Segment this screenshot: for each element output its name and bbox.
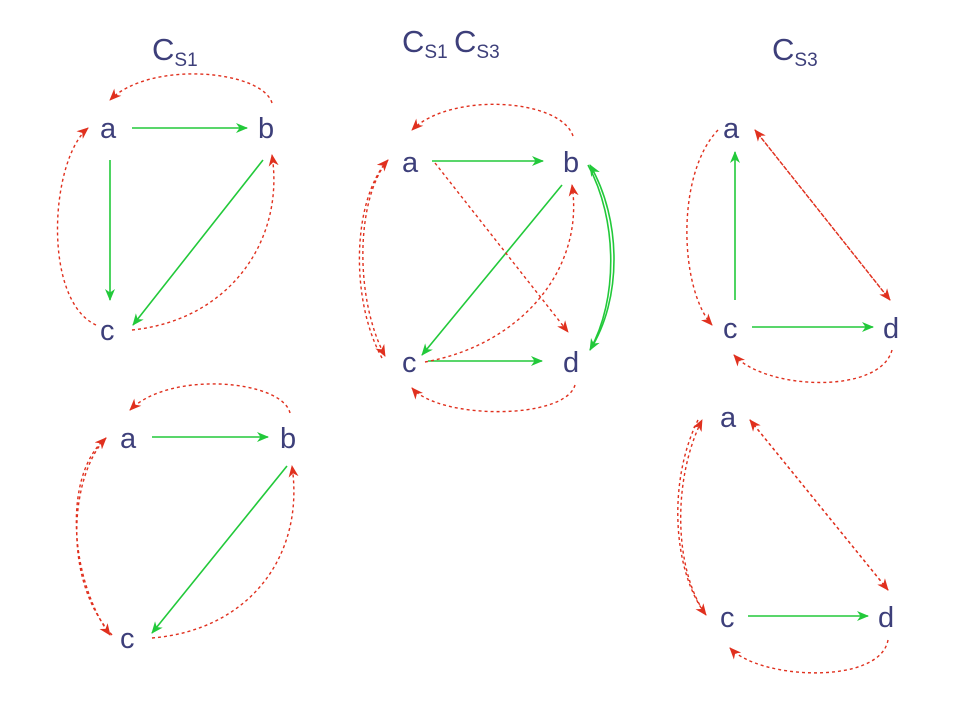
svg-text:CS3: CS3: [454, 24, 500, 63]
edge-red-b-a: [129, 383, 291, 414]
edge-red-c-b: [424, 184, 579, 363]
node-b: b: [563, 147, 579, 179]
edge-red-c-b: [151, 465, 299, 639]
title-cs1: CS1: [152, 32, 198, 71]
edge-red-a-c: [686, 129, 719, 326]
edge-green-d-b: [589, 164, 615, 351]
title-cs1-sub: S1: [174, 50, 197, 71]
graph-cs1-top: a b c: [56, 73, 279, 347]
title-cs1cs3-main-1: C: [402, 24, 424, 59]
node-c: c: [720, 602, 735, 634]
node-a: a: [723, 113, 740, 145]
node-d: d: [878, 602, 894, 634]
title-cs1-main: C: [152, 32, 174, 67]
svg-text:CS1: CS1: [152, 32, 198, 71]
edge-green-b-c: [132, 159, 264, 326]
edge-red-c-a: [56, 127, 97, 326]
title-cs1cs3-sub-2: S3: [476, 42, 499, 63]
svg-text:CS1: CS1: [402, 24, 448, 63]
edge-red-a-c: [75, 437, 111, 636]
title-cs1-cs3: CS1 CS3: [402, 24, 500, 63]
edge-green-b-c: [421, 184, 563, 356]
graph-cs1-bottom: a b c: [75, 383, 299, 655]
edge-red-d-c: [733, 349, 893, 384]
edge-red-c-a: [358, 159, 389, 359]
title-cs3-sub: S3: [794, 50, 817, 71]
node-c: c: [120, 623, 135, 655]
title-cs3: CS3: [772, 32, 818, 71]
edge-red-d-a: [749, 419, 889, 591]
graph-cs3-top: a c d: [686, 113, 899, 384]
edge-red-a-d: [434, 162, 569, 333]
title-cs1cs3-sub-1: S1: [424, 42, 447, 63]
edge-red-b-a: [411, 103, 574, 137]
node-d: d: [883, 313, 899, 345]
edge-red-a-c: [362, 159, 389, 357]
node-c: c: [100, 315, 115, 347]
graph-cs3-bottom: a c d: [677, 402, 894, 674]
node-a: a: [100, 113, 117, 145]
node-a: a: [720, 402, 737, 434]
node-b: b: [280, 423, 296, 455]
node-d: d: [563, 347, 579, 379]
node-b: b: [258, 113, 274, 145]
edge-red-a-c: [677, 419, 707, 616]
graph-cs1-cs3: a b c d: [358, 103, 615, 413]
node-a: a: [120, 423, 137, 455]
node-a: a: [402, 147, 419, 179]
edge-red-c-b: [131, 154, 279, 331]
edge-red-b-a: [109, 73, 273, 104]
node-c: c: [402, 347, 417, 379]
node-c: c: [723, 313, 738, 345]
edge-red-d-c: [411, 384, 576, 413]
edge-red-d-a: [754, 129, 891, 301]
edge-red-d-c: [729, 639, 889, 674]
title-cs1cs3-main-2: C: [454, 24, 476, 59]
svg-text:CS3: CS3: [772, 32, 818, 71]
edge-green-b-d: [587, 164, 612, 351]
edge-green-b-c: [151, 465, 288, 634]
edge-red-c-a: [76, 437, 113, 636]
edge-red-c-a: [680, 419, 707, 616]
title-cs3-main: C: [772, 32, 794, 67]
